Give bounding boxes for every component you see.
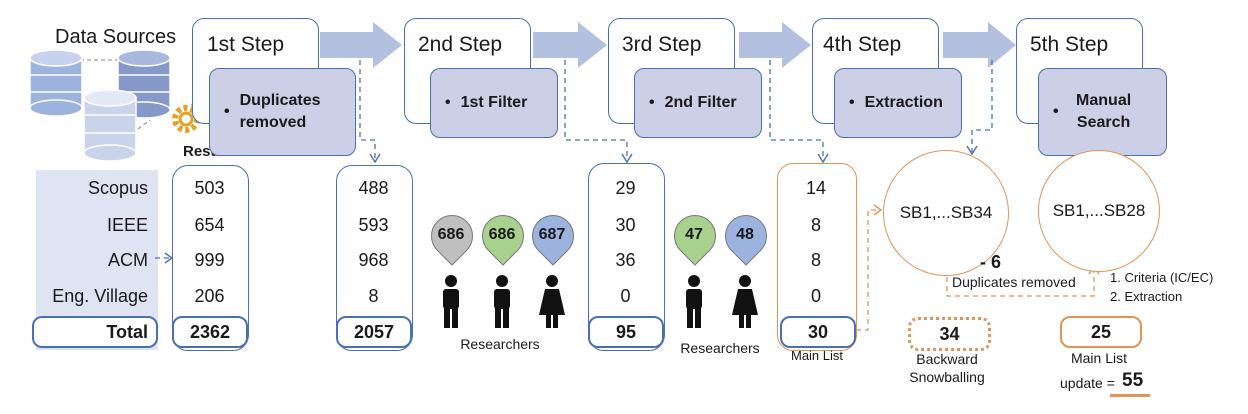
step-2-title: 2nd Step	[418, 33, 503, 56]
main-list-value: 8	[810, 250, 821, 270]
bullet: •	[849, 94, 855, 111]
criteria-2: 2. Extraction	[1110, 289, 1183, 304]
backward-value: 34	[939, 323, 960, 344]
step-4-sub-label: Extraction	[864, 94, 943, 111]
source-ieee: IEEE	[106, 215, 148, 235]
backward-box: 34	[908, 317, 991, 351]
total-label: Total	[106, 321, 148, 342]
duplicates-label: Duplicates removed	[952, 274, 1076, 290]
main-list-value: 0	[810, 286, 821, 306]
source-acm: ACM	[108, 250, 148, 270]
step-4-title: 4th Step	[823, 33, 902, 56]
step-5-title: 5th Step	[1030, 33, 1109, 56]
results-total: 2362	[172, 316, 248, 348]
results-value: 999	[194, 250, 225, 270]
update-underline	[1110, 394, 1150, 397]
main-list-update-value: 25	[1090, 321, 1112, 342]
step-5-sub-label: Manual Search	[1076, 92, 1132, 131]
step1-value: 488	[358, 178, 389, 198]
bullet: •	[649, 94, 655, 111]
sb-circle-2: SB1,...SB28	[1038, 150, 1160, 272]
step2-value: 29	[615, 178, 636, 198]
researchers-label: Researchers	[680, 340, 760, 356]
backward-caption: Backward Snowballing	[909, 351, 985, 385]
sb-circle-1: SB1,...SB34	[883, 150, 1009, 276]
pin-value: 48	[736, 226, 754, 243]
update-label: update =	[1060, 375, 1115, 391]
step2-value: 30	[615, 215, 636, 235]
results-value: 654	[194, 215, 225, 235]
source-eng-village: Eng. Village	[52, 286, 148, 306]
pin-value: 686	[488, 226, 516, 243]
pin-value: 686	[437, 226, 465, 243]
step-1-sub: • Duplicates removed	[209, 68, 356, 156]
duplicates-value: - 6	[980, 252, 1002, 272]
criteria-1: 1. Criteria (IC/EC)	[1110, 270, 1214, 285]
source-scopus: Scopus	[87, 178, 148, 198]
step-3-title: 3rd Step	[622, 33, 702, 56]
step1-value: 593	[358, 215, 389, 235]
step2-total: 95	[588, 316, 664, 348]
pin-value: 687	[538, 226, 566, 243]
step-2-sub-label: 1st Filter	[460, 94, 528, 111]
pin-value: 47	[685, 226, 703, 243]
data-sources-title: Data Sources	[55, 26, 177, 48]
main-list-update-caption: Main List	[1070, 350, 1128, 366]
step1-total: 2057	[336, 316, 412, 348]
step-5-sub: • Manual Search	[1038, 68, 1167, 156]
main-list-value: 8	[810, 215, 821, 235]
step2-value: 0	[620, 286, 631, 306]
update-value: 55	[1122, 370, 1144, 391]
main-list-update-box: 25	[1060, 316, 1142, 348]
step1-value: 968	[358, 250, 389, 270]
bullet: •	[1053, 103, 1059, 120]
results-value: 503	[194, 178, 225, 198]
total-label-box: Total	[32, 316, 158, 348]
step-4-sub: • Extraction	[834, 68, 962, 138]
step-3-sub: • 2nd Filter	[634, 68, 762, 138]
main-list-caption: Main List	[790, 348, 844, 363]
step-1-title: 1st Step	[207, 33, 285, 56]
bullet: •	[445, 94, 451, 111]
bullet: •	[224, 103, 230, 120]
main-list-total: 30	[780, 316, 856, 348]
step1-value: 8	[368, 286, 379, 306]
step-1-sub-label: Duplicates removed	[239, 92, 321, 131]
results-value: 206	[194, 286, 225, 306]
step-2-sub: • 1st Filter	[430, 68, 558, 138]
database-icon	[29, 49, 171, 162]
step2-value: 36	[615, 250, 636, 270]
step-3-sub-label: 2nd Filter	[664, 94, 737, 111]
main-list-value: 14	[805, 178, 827, 198]
sources-list: Scopus IEEE ACM Eng. Village	[36, 170, 148, 350]
researchers-label: Researchers	[460, 336, 540, 352]
